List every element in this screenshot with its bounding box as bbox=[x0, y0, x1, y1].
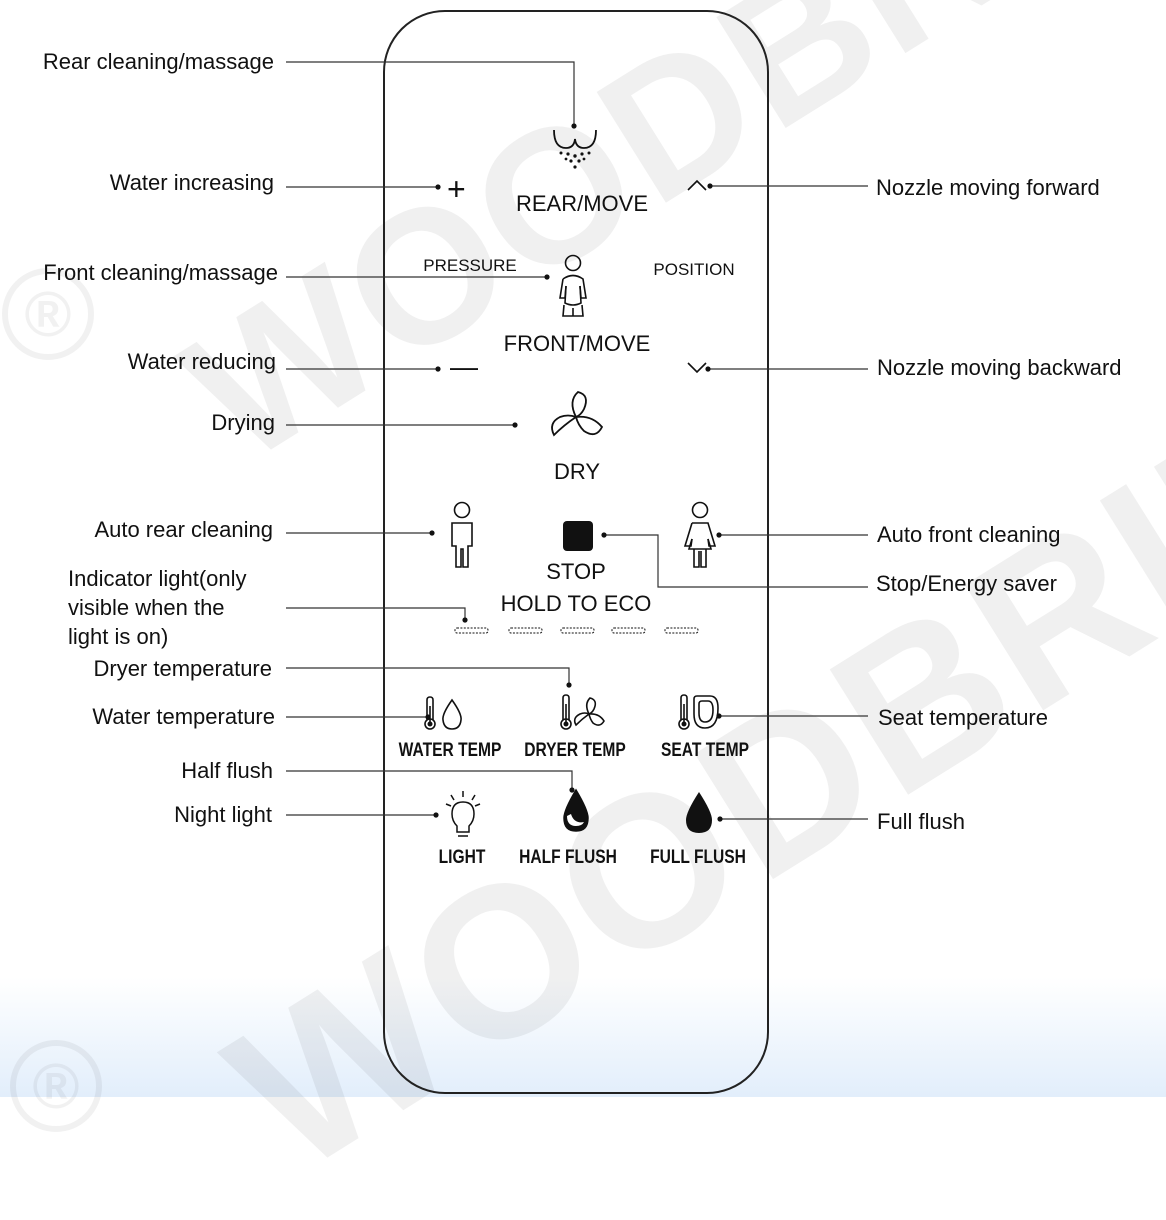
leader-indicator bbox=[286, 607, 466, 620]
rear-move-button[interactable]: REAR/MOVE bbox=[515, 191, 649, 216]
indicator-light-icon bbox=[454, 627, 699, 634]
background-fade bbox=[0, 977, 1166, 1097]
front-move-button[interactable]: FRONT/MOVE bbox=[503, 331, 651, 356]
callout-water-reducing: Water reducing bbox=[127, 349, 276, 374]
leader-lines bbox=[286, 61, 868, 822]
pressure-label: PRESSURE bbox=[423, 256, 517, 275]
minus-icon[interactable]: — bbox=[450, 351, 478, 382]
dryer-temp-button-label: DRYER TEMP bbox=[524, 740, 626, 761]
callout-front-cleaning: Front cleaning/massage bbox=[43, 260, 278, 285]
hold-to-eco-label: HOLD TO ECO bbox=[500, 591, 652, 616]
chevron-up-icon[interactable] bbox=[686, 178, 708, 192]
leader-half-flush bbox=[286, 770, 573, 790]
water-temp-button-label: WATER TEMP bbox=[398, 740, 502, 761]
callout-nozzle-forward: Nozzle moving forward bbox=[876, 175, 1100, 200]
man-icon[interactable] bbox=[447, 501, 477, 569]
leader-stop bbox=[604, 534, 868, 588]
fan-icon[interactable] bbox=[546, 387, 606, 447]
half-drop-icon[interactable] bbox=[560, 788, 592, 834]
callout-night-light: Night light bbox=[174, 802, 272, 827]
callout-dryer-temperature: Dryer temperature bbox=[93, 656, 272, 681]
callout-drying: Drying bbox=[211, 410, 275, 435]
stop-icon[interactable] bbox=[562, 520, 594, 552]
callout-water-temperature: Water temperature bbox=[92, 704, 275, 729]
front-wash-icon[interactable] bbox=[553, 253, 593, 319]
registered-mark-top: ® bbox=[2, 268, 94, 360]
full-drop-icon[interactable] bbox=[682, 790, 716, 836]
callout-stop-energy: Stop/Energy saver bbox=[876, 571, 1057, 596]
stop-button-label[interactable]: STOP bbox=[546, 559, 606, 584]
callout-seat-temperature: Seat temperature bbox=[878, 705, 1048, 730]
remote-body bbox=[383, 10, 769, 1094]
callout-indicator-line2: visible when the bbox=[68, 595, 225, 620]
seat-temp-button-label: SEAT TEMP bbox=[660, 740, 750, 761]
dryer-fan-icon[interactable] bbox=[560, 694, 606, 732]
half-flush-button-label: HALF FLUSH bbox=[519, 847, 617, 868]
callout-indicator-line3: light is on) bbox=[68, 624, 169, 649]
bulb-icon[interactable] bbox=[444, 790, 482, 840]
leader-rear-cleaning bbox=[286, 61, 575, 126]
callout-half-flush: Half flush bbox=[181, 758, 273, 783]
dry-button[interactable]: DRY bbox=[553, 459, 601, 484]
rear-wash-icon[interactable] bbox=[548, 124, 604, 170]
full-flush-button-label: FULL FLUSH bbox=[650, 847, 746, 868]
seat-temp-icon[interactable] bbox=[678, 694, 720, 732]
callout-indicator-line1: Indicator light(only bbox=[68, 566, 247, 591]
callout-water-increasing: Water increasing bbox=[109, 170, 274, 195]
position-label: POSITION bbox=[653, 260, 735, 279]
callout-nozzle-backward: Nozzle moving backward bbox=[877, 355, 1122, 380]
callout-rear-cleaning: Rear cleaning/massage bbox=[42, 49, 274, 74]
callout-auto-front: Auto front cleaning bbox=[877, 522, 1061, 547]
woman-icon[interactable] bbox=[682, 501, 718, 569]
leader-dryer-temp bbox=[286, 667, 570, 685]
plus-icon[interactable]: + bbox=[447, 171, 466, 207]
light-button-label: LIGHT bbox=[438, 847, 486, 868]
water-temp-icon[interactable] bbox=[424, 696, 464, 732]
callout-auto-rear: Auto rear cleaning bbox=[94, 517, 273, 542]
callout-full-flush: Full flush bbox=[877, 809, 966, 834]
chevron-down-icon[interactable] bbox=[686, 361, 708, 375]
